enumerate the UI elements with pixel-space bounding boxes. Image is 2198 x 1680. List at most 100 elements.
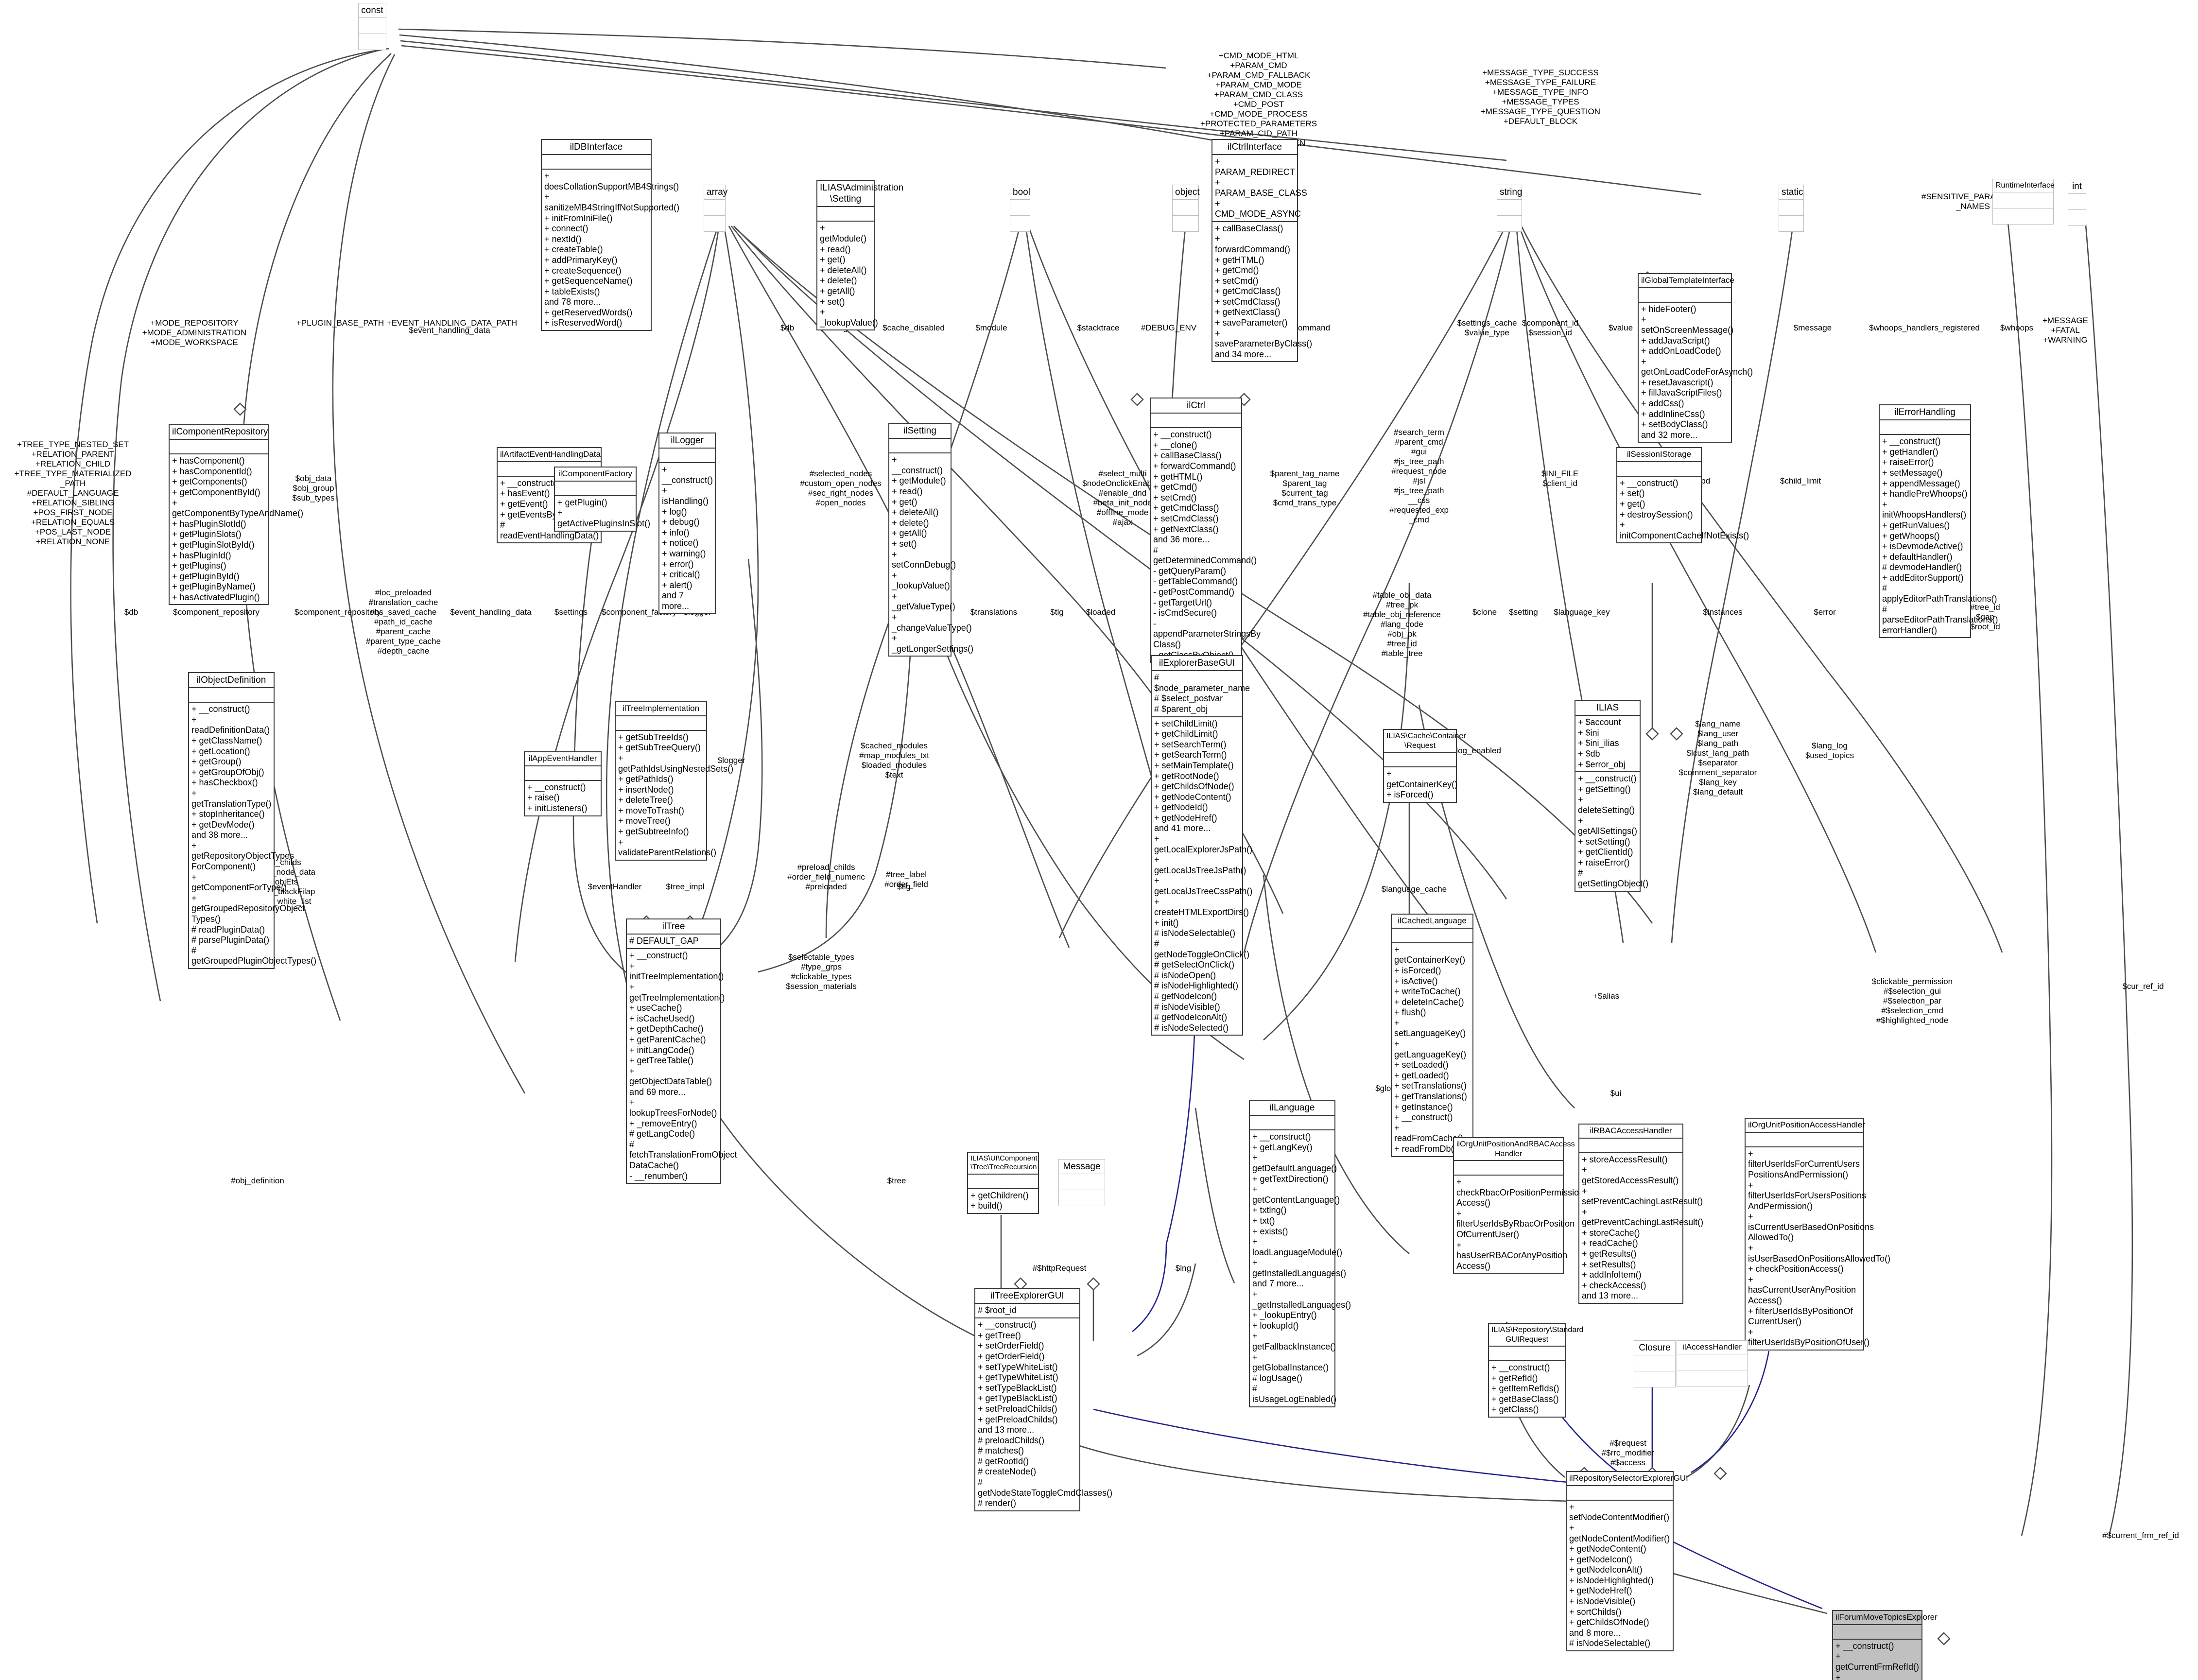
class-box-object[interactable]: object — [1172, 185, 1200, 232]
class-member: + filterUserIdsByRbacOrPosition — [1456, 1208, 1575, 1229]
class-box-repository-standardguirequest[interactable]: ILIAS\Repository\Standard GUIRequest + _… — [1488, 1323, 1583, 1418]
class-box-iltree[interactable]: ilTree # DEFAULT_GAP + __construct()+ in… — [626, 918, 737, 1184]
class-box-string[interactable]: string — [1497, 185, 1522, 232]
class-box-cache-container-request[interactable]: ILIAS\Cache\Container \Request + getCont… — [1383, 729, 1466, 803]
class-member: + getTreeImplementation() — [629, 982, 725, 1003]
class-box-ilcomponentrepository[interactable]: ilComponentRepository + hasComponent()+ … — [169, 424, 303, 606]
class-box-ilcachedlanguage[interactable]: ilCachedLanguage + getContainerKey()+ is… — [1391, 914, 1473, 1157]
class-member: + addCss() — [1641, 398, 1684, 409]
class-box-iltreeimplementation[interactable]: ilTreeImplementation + getSubTreeIds()+ … — [615, 701, 733, 861]
edge-label-value: $value — [1608, 323, 1633, 332]
class-operations: + __construct()+ raise()+ initListeners(… — [525, 781, 601, 815]
class-operations: + __construct()+ getSetting()+ deleteSet… — [1575, 772, 1648, 891]
edge-label-translations: $translations — [970, 607, 1018, 617]
class-box-message[interactable]: Message — [1058, 1159, 1105, 1207]
edge-label-component-repository-2: $component_repository — [294, 607, 381, 617]
class-box-static[interactable]: static — [1779, 185, 1804, 232]
class-member: + getTranslationType() — [191, 788, 272, 809]
class-box-ilctrlinterface[interactable]: ilCtrlInterface + PARAM_REDIRECT+ PARAM_… — [1211, 139, 1312, 363]
class-box-ilaccesshandler[interactable]: ilAccessHandler — [1677, 1340, 1748, 1386]
class-member: + $db — [1578, 748, 1600, 759]
class-member: + setCmd() — [1215, 276, 1259, 286]
class-member: # matches() — [978, 1446, 1024, 1456]
class-member: + __construct() — [1620, 478, 1679, 488]
class-member: + getLoaded() — [1394, 1070, 1449, 1080]
class-box-ilsessionistorage[interactable]: ilSessionIStorage + __construct()+ set()… — [1616, 447, 1749, 544]
class-attributes — [1489, 1347, 1565, 1362]
class-member: + getNodeHref() — [1569, 1586, 1632, 1596]
class-member: and 7 more... — [662, 590, 690, 611]
class-box-runtimeinterface[interactable]: RuntimeInterface — [1992, 179, 2055, 225]
class-box-ilctrl[interactable]: ilCtrl + __construct()+ __clone()+ callB… — [1150, 398, 1261, 663]
class-operations: + __construct()+ getModule()+ read()+ ge… — [889, 453, 974, 656]
class-member: + flush() — [1394, 1007, 1426, 1018]
class-member: + getGroupOfObj() — [191, 767, 264, 777]
class-member: + filterUserIdsForUsersPositions — [1748, 1180, 1867, 1201]
class-member: + getStoredAccessResult() — [1582, 1165, 1679, 1185]
class-box-closure[interactable]: Closure — [1634, 1340, 1676, 1388]
class-member: + setChildLimit() — [1154, 718, 1218, 728]
class-member: + __construct() — [191, 704, 250, 714]
class-box-bool[interactable]: bool — [1010, 185, 1030, 232]
class-box-ilorgunitpositionandrbacaccesshandler[interactable]: ilOrgUnitPositionAndRBACAccess Handler +… — [1453, 1137, 1584, 1274]
class-member: + isUserBasedOnPositionsAllowedTo() — [1748, 1243, 1891, 1264]
class-title: ilSessionIStorage — [1617, 448, 1701, 462]
class-box-ilias[interactable]: ILIAS + $account+ $ini+ $ini_ilias+ $db+… — [1575, 700, 1648, 892]
class-member: + getPluginById() — [172, 571, 240, 581]
class-box-ilforummovetopicsexplorer[interactable]: ilForumMoveTopicsExplorer + __construct(… — [1832, 1610, 1938, 1680]
edge-label-message-type: +MESSAGE_TYPE_SUCCESS +MESSAGE_TYPE_FAIL… — [1480, 68, 1601, 126]
class-attributes — [1779, 200, 1803, 216]
class-member: + _lookupEntry() — [1252, 1310, 1317, 1320]
class-member: # getNodeStateToggleCmdClasses() — [978, 1477, 1113, 1498]
class-member: + sortChilds() — [1569, 1607, 1622, 1617]
class-box-ilsetting[interactable]: ilSetting + __construct()+ getModule()+ … — [888, 423, 974, 657]
class-member: + __construct() — [527, 782, 586, 792]
class-member: + addInlineCss() — [1641, 409, 1705, 419]
class-member: + hasPluginId() — [172, 550, 231, 560]
class-box-ilrbacaccesshandler[interactable]: ilRBACAccessHandler + storeAccessResult(… — [1578, 1124, 1703, 1304]
class-member: + getNextClass() — [1153, 524, 1219, 534]
class-title: ilCachedLanguage — [1392, 915, 1472, 929]
class-box-ilrepositoryselectorexplorergui[interactable]: ilRepositorySelectorExplorerGUI + setNod… — [1566, 1471, 1688, 1652]
class-member: # isNodeSelected() — [1154, 1022, 1229, 1033]
class-member: + getTypeBlackList() — [978, 1393, 1057, 1403]
class-member: - getPostCommand() — [1153, 587, 1235, 597]
class-operations: + getContainerKey()+ isForced() — [1384, 767, 1457, 802]
class-box-ilglobaltemplateinterface[interactable]: ilGlobalTemplateInterface + hideFooter()… — [1638, 273, 1753, 443]
class-box-ilerrorhandling[interactable]: ilErrorHandling + __construct()+ getHand… — [1879, 404, 1998, 639]
class-member: Types() — [191, 914, 221, 924]
edge-label-child-limit: $child_limit — [1780, 476, 1821, 485]
class-box-ilorgunitpositionaccesshandler[interactable]: ilOrgUnitPositionAccessHandler + filterU… — [1745, 1118, 1891, 1351]
class-member: + getWhoops() — [1882, 531, 1940, 541]
class-box-ilcomponentfactory[interactable]: ilComponentFactory + getPlugin()+ getAct… — [554, 467, 650, 532]
class-member: # isNodeOpen() — [1154, 970, 1216, 980]
class-box-ilobjectdefinition[interactable]: ilObjectDefinition + __construct()+ read… — [188, 672, 316, 970]
class-box-administration-setting[interactable]: ILIAS\Administration \Setting + getModul… — [816, 180, 903, 331]
class-box-int[interactable]: int — [2068, 179, 2086, 226]
class-box-ildbinterface[interactable]: ilDBInterface + doesCollationSupportMB4S… — [541, 139, 679, 331]
class-member: + raise() — [527, 793, 560, 803]
class-box-ui-tree-treerecursion[interactable]: ILIAS\UI\Component \Tree\TreeRecursion +… — [967, 1152, 1039, 1214]
class-attributes — [1173, 200, 1198, 216]
edge-label-plugin-base-path: +PLUGIN_BASE_PATH — [296, 318, 384, 328]
class-member: + getSubTreeIds() — [618, 732, 689, 742]
class-member: + getTreeTable() — [629, 1056, 693, 1066]
class-box-iltreeexplorergui[interactable]: ilTreeExplorerGUI # $root_id + __constru… — [974, 1288, 1113, 1511]
class-member: + getDepthCache() — [629, 1024, 704, 1034]
class-member: + initComponentCacheIfNotExists() — [1620, 520, 1749, 540]
class-box-ilappeventhandler[interactable]: ilAppEventHandler + __construct()+ raise… — [524, 751, 602, 816]
class-member: + warning() — [662, 548, 706, 558]
class-member: + get() — [892, 497, 917, 507]
class-member: + getBaseClass() — [1491, 1394, 1559, 1404]
class-member: # fetchTranslationFromObject — [629, 1139, 737, 1160]
class-box-ilexplorerbasegui[interactable]: ilExplorerBaseGUI # $node_parameter_name… — [1151, 655, 1252, 1036]
edge-label-tree: $tree — [887, 1176, 906, 1185]
class-box-const[interactable]: const — [358, 3, 386, 51]
class-box-array[interactable]: array — [704, 185, 727, 232]
class-box-illanguage[interactable]: ilLanguage + __construct()+ getLangKey()… — [1249, 1100, 1351, 1407]
class-member: + _getLongerSettings() — [892, 633, 974, 654]
class-member: + _lookupValue() — [892, 570, 950, 591]
class-box-illogger[interactable]: ilLogger + __construct()+ isHandling()+ … — [658, 433, 716, 614]
edge-label-message-fatal: +MESSAGE +FATAL +WARNING — [2042, 316, 2088, 345]
